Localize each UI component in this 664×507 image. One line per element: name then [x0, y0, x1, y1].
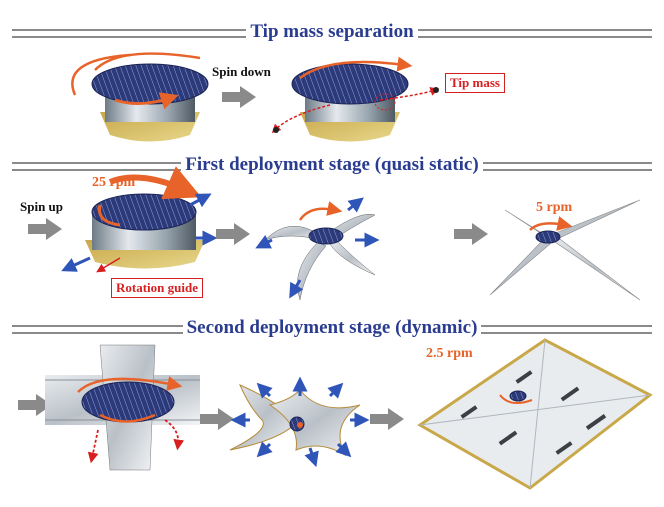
- section-title-tip-mass: Tip mass separation: [246, 21, 418, 42]
- spin-arc: [299, 56, 413, 79]
- section-header-first-deployment: First deployment stage (quasi static): [0, 153, 664, 177]
- label-2-5-rpm: 2.5 rpm: [426, 346, 473, 361]
- spacecraft-stowed-2: [291, 63, 409, 142]
- spin-arrow: [114, 92, 179, 110]
- label-rotation-guide: Rotation guide: [111, 278, 203, 298]
- step-arrow: [18, 394, 52, 416]
- tip-mass-dot: [433, 87, 439, 93]
- step-arrow: [216, 223, 250, 245]
- step-arrow: [200, 408, 234, 430]
- step-arrow: [454, 223, 488, 245]
- spacecraft-stowed-1: [91, 63, 209, 142]
- step-arrow: [222, 86, 256, 108]
- section-header-second-deployment: Second deployment stage (dynamic): [0, 316, 664, 340]
- label-25-rpm: 25 rpm: [92, 175, 136, 190]
- label-spin-down: Spin down: [212, 64, 271, 79]
- spacecraft-partial-deploy: [264, 213, 376, 301]
- spin-arc: [94, 52, 201, 71]
- spin-arrow: [77, 376, 183, 393]
- label-5-rpm: 5 rpm: [536, 200, 573, 215]
- motion-arrow: [347, 197, 364, 213]
- label-tip-mass: Tip mass: [445, 73, 505, 93]
- guide-pointer: [96, 257, 121, 273]
- spacecraft-dynamic-deploy: [229, 384, 361, 457]
- spin-arrow: [108, 166, 202, 200]
- motion-arrow: [189, 193, 212, 208]
- motion-arrow: [255, 234, 273, 249]
- release-arrow: [164, 419, 185, 451]
- spin-arc: [71, 53, 131, 96]
- spin-arc: [499, 394, 533, 405]
- step-arrow: [370, 408, 404, 430]
- section-title-second-deployment: Second deployment stage (dynamic): [182, 317, 482, 338]
- label-spin-up: Spin up: [20, 199, 64, 214]
- release-arrow: [87, 429, 99, 464]
- spacecraft-spin-up: [85, 193, 205, 269]
- tip-mass-dot: [273, 127, 279, 133]
- separation-arrow: [379, 87, 440, 101]
- section-title-first-deployment: First deployment stage (quasi static): [181, 154, 483, 175]
- solar-sail-deployed: [417, 338, 653, 490]
- section-header-tip-mass: Tip mass separation: [0, 20, 664, 44]
- separation-arrow: [271, 104, 331, 134]
- motion-arrow: [289, 279, 304, 299]
- spacecraft-first-stage-complete: [489, 199, 641, 301]
- spin-arrow: [529, 216, 573, 231]
- tip-mass-highlight: [374, 93, 396, 111]
- spin-arc: [99, 413, 156, 423]
- expansion-arrows: [230, 376, 370, 468]
- spin-arrow: [298, 201, 343, 221]
- motion-arrow: [61, 256, 91, 272]
- spin-arc: [97, 204, 121, 227]
- step-arrow: [28, 218, 62, 240]
- spacecraft-closeup: [45, 344, 200, 471]
